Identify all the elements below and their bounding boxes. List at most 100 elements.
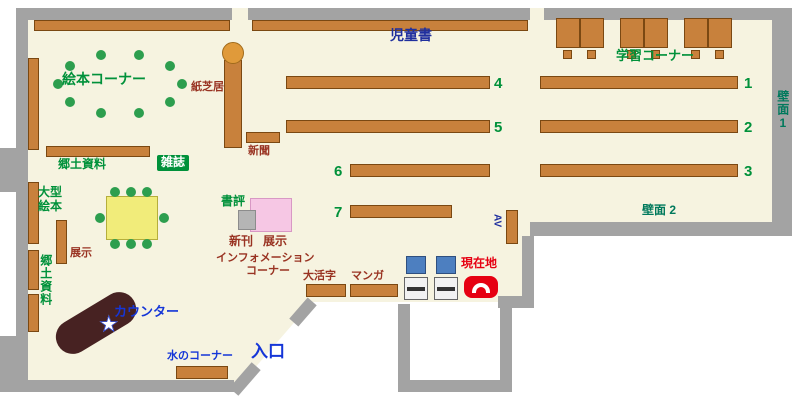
study-desk [620,18,644,48]
shelf-number-5: 5 [494,119,503,136]
kiosk-machine [434,256,458,300]
label-large-format-line2: 絵本 [38,198,63,213]
star-icon: ★ [98,311,120,338]
shelf-6 [350,164,490,177]
back-room-wall-right [500,304,512,392]
study-desk [556,18,580,48]
study-chair [715,50,724,59]
label-av: AV [491,214,503,228]
shelf-exhibit [56,220,67,264]
label-information-line1: インフォメーション [216,252,315,264]
label-newspaper: 新聞 [248,145,270,157]
new-arrivals-display-table [250,198,292,232]
chair-dot [165,97,175,107]
label-counter: カウンター [114,304,180,319]
shelf-2 [540,120,738,133]
label-entrance: 入口 [251,342,285,361]
chair-dot [110,187,120,197]
label-book-review: 書評 [221,194,246,208]
shelf-number-7: 7 [334,204,343,221]
chair-dot [53,79,63,89]
study-desk [580,18,604,48]
shelf-av [506,210,518,244]
wall-left [16,8,28,392]
chair-dot [134,50,144,60]
shelf-kamishibai [224,60,242,148]
kiosk-slot [437,287,455,291]
shelf-number-1: 1 [744,75,753,92]
display-stand [238,210,256,230]
study-chair [691,50,700,59]
chair-dot [126,187,136,197]
chair-dot [159,213,169,223]
reading-table [106,196,158,240]
shelf-picture-books-wall [28,58,39,150]
label-exhibit-left: 展示 [70,247,92,259]
shelf-7 [350,205,452,218]
shelf-local-materials-side-1 [28,250,39,290]
chair-dot [134,108,144,118]
study-chair [587,50,596,59]
back-room-wall-bottom [398,380,512,392]
kiosk-slot [407,287,425,291]
shelf-3 [540,164,738,177]
star-icon: ☆ [98,311,120,338]
kiosk-machine [404,256,428,300]
chair-dot [65,61,75,71]
study-chair [651,50,660,59]
shelf-newspaper [246,132,280,143]
label-local-materials-side: 郷土資料 [38,254,53,306]
label-large-format-line1: 大型 [38,185,63,199]
label-new-arrivals: 新刊 [229,234,254,248]
chair-dot [96,108,106,118]
chair-dot [96,50,106,60]
shelf-4 [286,76,490,89]
shelf-1 [540,76,738,89]
study-chair [563,50,572,59]
chair-dot [110,239,120,249]
chair-dot [142,187,152,197]
label-local-materials: 郷土資料 [58,157,107,171]
shelf-large-print [306,284,346,297]
kiosk-chair [436,256,456,274]
shelf-children-books [252,20,528,31]
label-manga: マンガ [351,270,384,282]
back-room-wall-left [398,304,410,392]
label-current-location: 現在地 [461,256,498,270]
shelf-manga [350,284,398,297]
label-picture-book-corner: 絵本コーナー [62,71,146,87]
shelf-number-3: 3 [744,163,753,180]
kiosk-chair [406,256,426,274]
wall-mid-right [522,236,534,302]
chair-dot [142,239,152,249]
label-large-print: 大活字 [303,270,336,282]
shelf-water-corner [176,366,228,379]
wall-left-protrusion-upper [0,148,16,192]
study-desk [684,18,708,48]
label-information-line2: コーナー [246,265,290,277]
chair-dot [177,79,187,89]
label-study-corner: 学習コーナー [616,48,695,63]
chair-dot [165,61,175,71]
wall-bottom [16,380,234,392]
shelf-5 [286,120,490,133]
label-kamishibai: 紙芝居 [191,81,224,93]
shelf-local-materials-side-2 [28,294,39,332]
wall-top-center [248,8,530,20]
label-children-books: 児童書 [390,27,432,43]
study-chair [627,50,636,59]
label-large-format-books: 大型 絵本 [38,185,63,214]
shelf-top-left [34,20,230,31]
wall-2-segment [530,222,792,236]
wall-top-right [544,8,792,20]
current-location-marker [464,276,498,298]
round-table [222,42,244,64]
chair-dot [65,97,75,107]
shelf-number-6: 6 [334,163,343,180]
shelf-number-2: 2 [744,119,753,136]
study-desk [708,18,732,48]
shelf-large-format-books [28,182,39,244]
chair-dot [126,239,136,249]
label-display: 展示 [263,234,288,248]
